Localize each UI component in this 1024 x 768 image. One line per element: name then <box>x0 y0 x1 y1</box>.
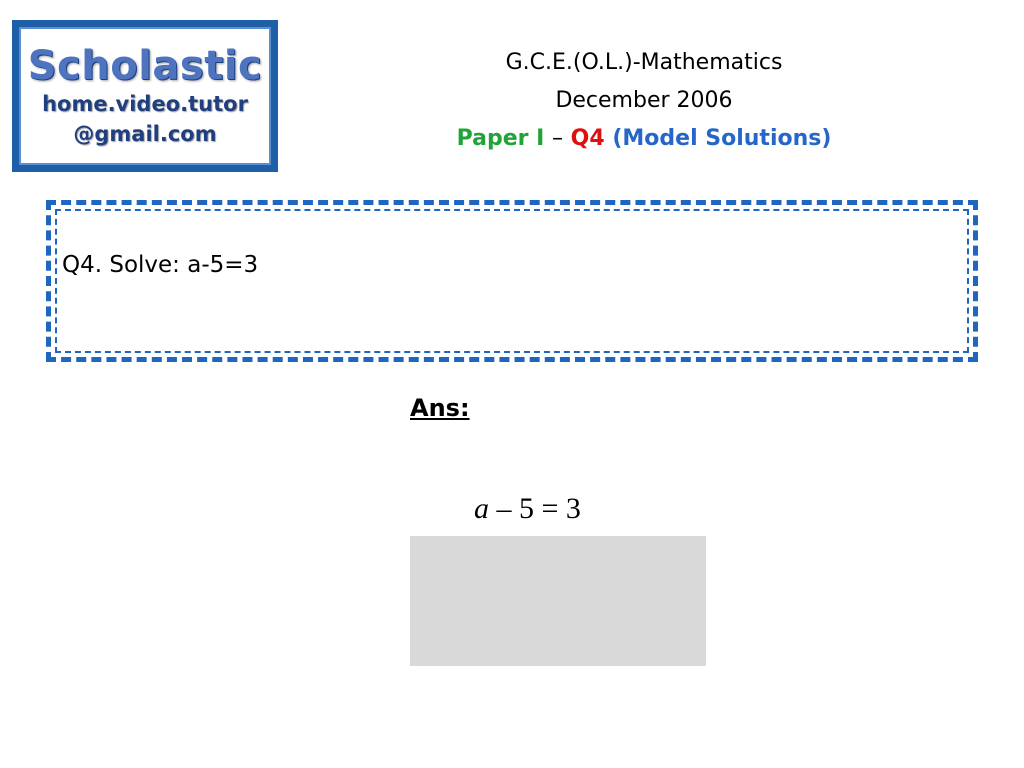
logo-brand: Scholastic <box>27 43 263 89</box>
answer-equation: a – 5 = 3 <box>474 492 581 526</box>
slide-header: G.C.E.(O.L.)-Mathematics December 2006 P… <box>400 44 888 158</box>
answer-label: Ans: <box>410 394 470 422</box>
equation-variable: a <box>474 492 489 525</box>
exam-title: G.C.E.(O.L.)-Mathematics <box>505 50 783 75</box>
question-text: Q4. Solve: a-5=3 <box>62 252 259 278</box>
question-number: Q4 <box>570 126 605 151</box>
equation-rest: – 5 = 3 <box>489 492 581 525</box>
logo-email-line1: home.video.tutor <box>42 92 248 116</box>
logo-inner: Scholastic home.video.tutor @gmail.com <box>19 27 271 165</box>
paper-subtitle: Paper I – Q4 (Model Solutions) <box>400 120 888 158</box>
logo-box: Scholastic home.video.tutor @gmail.com <box>12 20 278 172</box>
question-box <box>46 200 978 362</box>
logo-email-line2: @gmail.com <box>73 122 217 146</box>
paper-label: Paper I <box>456 126 545 151</box>
exam-date: December 2006 <box>555 88 733 113</box>
subtitle-dash: – <box>551 126 563 151</box>
model-solutions-label: (Model Solutions) <box>612 126 832 151</box>
solution-cover-box[interactable] <box>410 536 706 666</box>
